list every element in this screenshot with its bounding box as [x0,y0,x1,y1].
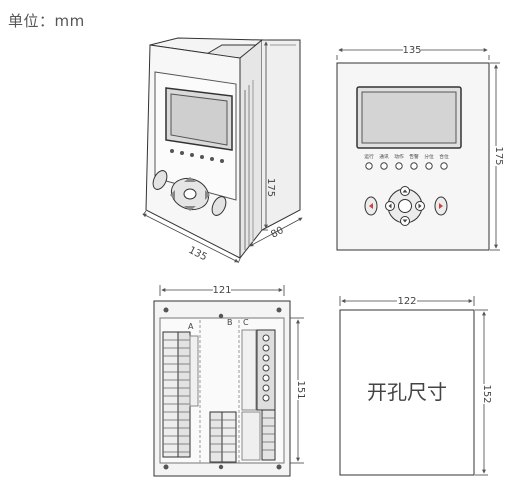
rear-width-label: 121 [212,285,231,296]
front-led-labels: 运行 通讯 动作 告警 分位 合位 [364,153,449,160]
iso-height-label: 175 [265,178,276,197]
isometric-view [145,37,301,260]
iso-left-button [152,170,168,190]
terminal-label-a: A [188,322,194,331]
cutout-width-label: 122 [397,296,416,307]
terminal-block-b [209,411,237,463]
rear-view [153,300,291,477]
iso-dimensions [142,39,303,264]
iso-depth-label: 80 [269,225,285,241]
led-label-5: 合位 [439,153,449,160]
iso-width-label: 135 [187,245,209,263]
front-leds [365,162,448,170]
unit-label: 单位：mm [8,12,85,30]
led-label-2: 动作 [394,153,404,160]
led-label-3: 告警 [409,153,419,160]
front-keypad [385,186,425,226]
led-label-1: 通讯 [379,153,389,160]
led-label-4: 分位 [424,153,434,160]
led-label-0: 运行 [364,153,374,160]
rear-height-label: 151 [295,380,306,399]
cutout-view [339,309,475,476]
cutout-height-label: 152 [481,384,492,403]
terminal-block-a [162,331,199,458]
front-view [336,62,490,251]
cutout-label: 开孔尺寸 [367,380,447,404]
terminal-block-c [241,329,276,461]
front-height-label: 175 [493,146,504,165]
terminal-label-b: B [227,318,233,327]
front-width-label: 135 [402,45,421,56]
iso-leds [170,149,224,163]
iso-keypad [170,177,210,211]
terminal-label-c: C [243,318,249,327]
